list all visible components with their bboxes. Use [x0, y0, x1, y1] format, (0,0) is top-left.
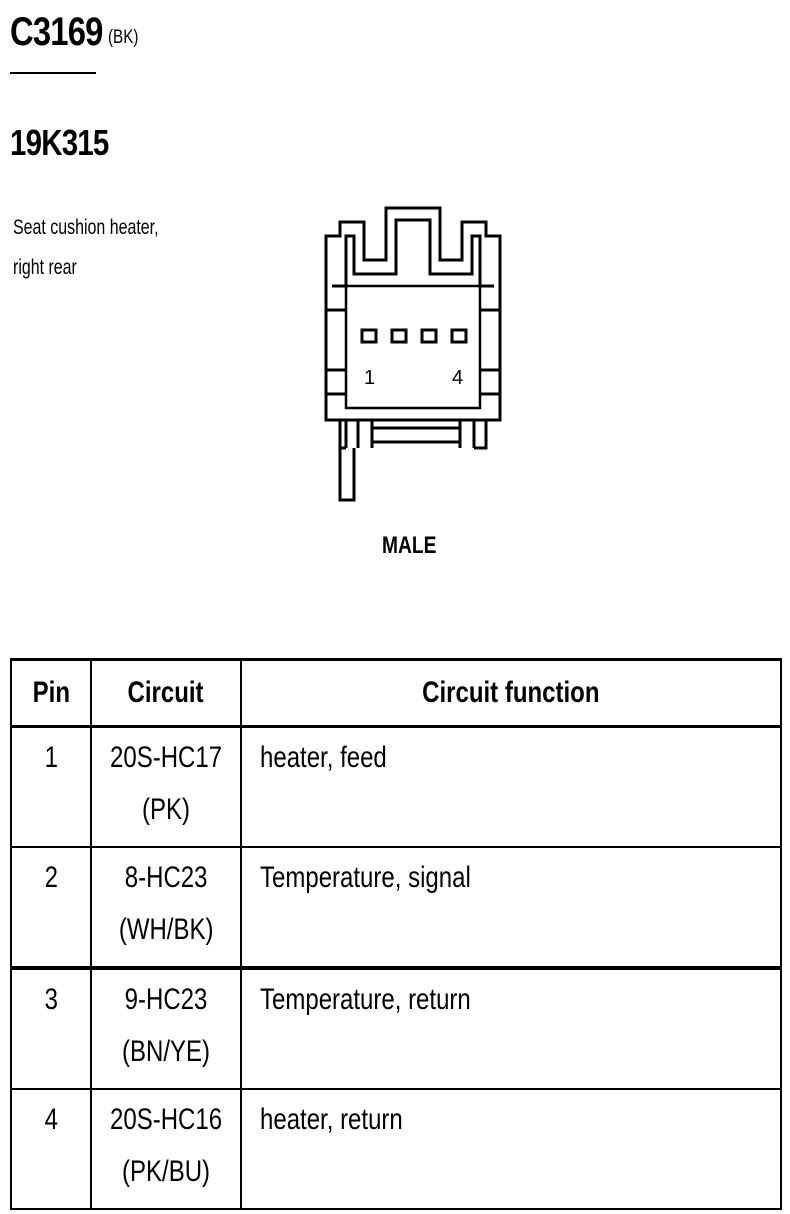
- part-number: 19K315: [10, 122, 109, 163]
- table-row: 3 9-HC23 (BN/YE) Temperature, return: [10, 966, 782, 1090]
- wire-color: (PK/BU): [121, 1155, 210, 1188]
- circuit-number: 20S-HC17: [109, 741, 223, 774]
- function-cell: heater, feed: [240, 725, 782, 848]
- title-underline: [10, 72, 96, 74]
- connector-id: C3169: [10, 10, 103, 54]
- circuit-cell: 20S-HC16 (PK/BU): [90, 1088, 242, 1210]
- description-line-2: right rear: [13, 256, 77, 279]
- circuit-cell: 9-HC23 (BN/YE): [90, 966, 242, 1090]
- table-header-row: Pin Circuit Circuit function: [10, 658, 782, 728]
- connector-face-diagram: 1 4: [324, 206, 502, 502]
- pin-cell: 3: [10, 966, 92, 1090]
- header-circuit-function: Circuit function: [240, 658, 782, 728]
- terminal-tab: [338, 448, 356, 502]
- description-line-1: Seat cushion heater,: [13, 216, 159, 239]
- header-pin: Pin: [10, 658, 92, 728]
- pin-cell: 2: [10, 846, 92, 969]
- pin-3: [420, 328, 438, 344]
- function-cell: heater, return: [240, 1088, 782, 1210]
- pin-4: [450, 328, 468, 344]
- connector-gender: MALE: [382, 532, 437, 559]
- housing-inner-outline: [332, 218, 494, 288]
- housing-outline: [324, 206, 502, 422]
- connector-color: (BK): [108, 27, 139, 48]
- pin-row: [360, 328, 468, 344]
- circuit-cell: 8-HC23 (WH/BK): [90, 846, 242, 969]
- pin-cell: 1: [10, 725, 92, 848]
- header-circuit: Circuit: [90, 658, 242, 728]
- circuit-number: 20S-HC16: [109, 1103, 223, 1136]
- pin-2: [390, 328, 408, 344]
- pin-1: [360, 328, 378, 344]
- component-description: Seat cushion heater, right rear: [13, 208, 165, 288]
- function-cell: Temperature, signal: [240, 846, 782, 969]
- function-cell: Temperature, return: [240, 966, 782, 1090]
- table-row: 2 8-HC23 (WH/BK) Temperature, signal: [10, 846, 782, 969]
- pin-cell: 4: [10, 1088, 92, 1210]
- table-row: 1 20S-HC17 (PK) heater, feed: [10, 725, 782, 848]
- wire-color: (WH/BK): [118, 913, 214, 946]
- pin-label-1: 1: [364, 367, 375, 389]
- circuit-number: 8-HC23: [124, 861, 208, 894]
- table-row: 4 20S-HC16 (PK/BU) heater, return: [10, 1088, 782, 1210]
- wire-color: (PK): [141, 793, 190, 826]
- pin-label-4: 4: [452, 367, 463, 389]
- pinout-table: Pin Circuit Circuit function 1 20S-HC17 …: [10, 658, 782, 1210]
- pin-cavity: [344, 284, 482, 410]
- circuit-number: 9-HC23: [124, 983, 208, 1016]
- wire-color: (BN/YE): [121, 1035, 210, 1068]
- circuit-cell: 20S-HC17 (PK): [90, 725, 242, 848]
